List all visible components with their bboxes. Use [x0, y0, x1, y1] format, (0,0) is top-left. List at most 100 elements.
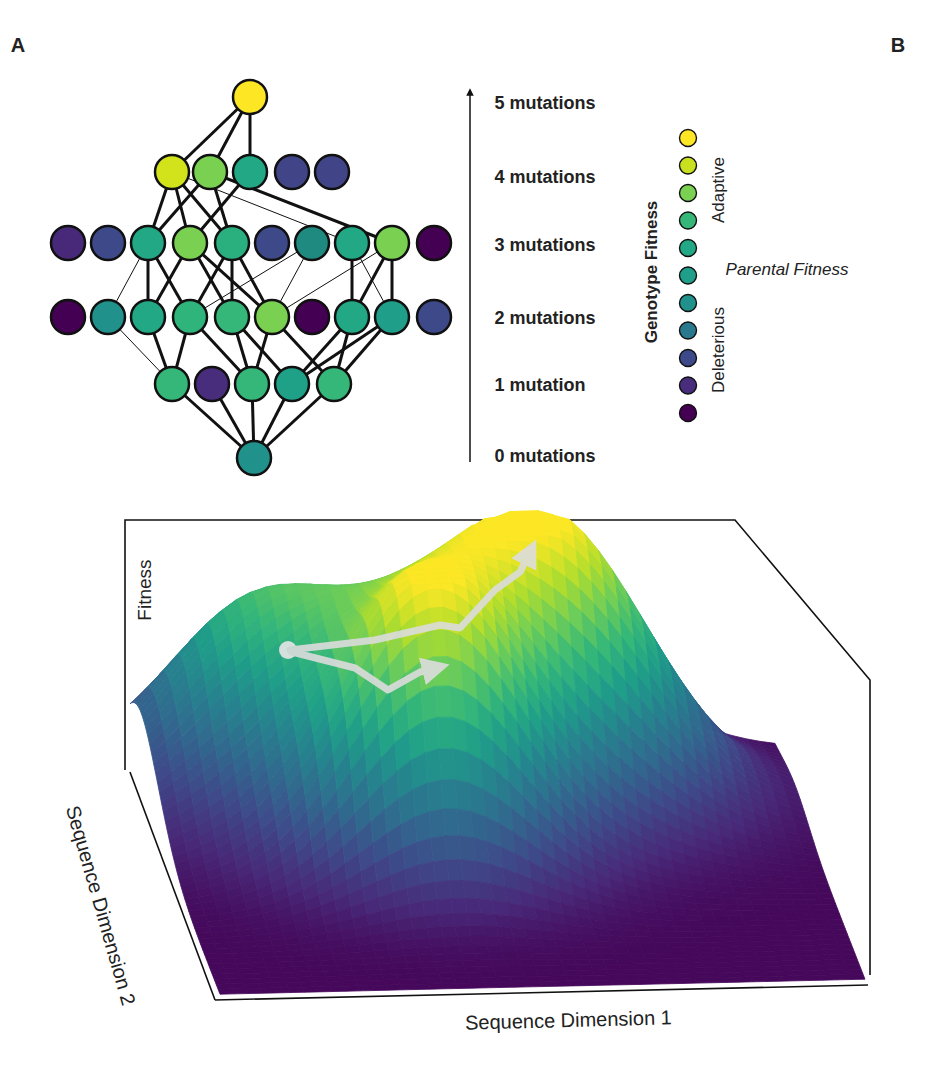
surface-patch [555, 940, 571, 948]
surface-patch [813, 919, 829, 924]
surface-patch [498, 517, 514, 522]
genotype-circle [173, 300, 207, 334]
surface-patch [820, 899, 836, 904]
surface-patch [378, 963, 394, 969]
surface-patch [433, 954, 449, 961]
surface-patch [801, 925, 817, 930]
surface-patch [432, 563, 448, 568]
surface-patch [473, 838, 489, 864]
surface-patch [531, 953, 547, 959]
surface-patch [220, 958, 236, 963]
surface-patch [782, 870, 798, 877]
surface-patch [788, 888, 804, 894]
surface-patch [792, 899, 808, 904]
surface-patch [768, 910, 784, 915]
surface-patch [467, 913, 483, 926]
surface-patch [449, 686, 465, 721]
surface-patch [671, 914, 687, 921]
surface-patch [501, 945, 517, 953]
surface-patch [377, 957, 393, 964]
surface-patch [244, 947, 260, 953]
surface-patch [802, 888, 818, 893]
surface-patch [701, 921, 717, 926]
surface-patch [725, 910, 741, 916]
surface-patch [431, 630, 447, 657]
surface-patch [236, 963, 252, 968]
surface-patch [433, 860, 449, 882]
surface-patch [527, 938, 543, 946]
surface-patch [796, 871, 812, 877]
surface-patch [831, 929, 847, 934]
surface-patch [427, 927, 443, 938]
surface-patch [465, 898, 481, 913]
surface-patch [491, 960, 507, 966]
mutation-link [272, 243, 392, 317]
surface-patch [808, 904, 824, 909]
surface-patch [705, 932, 721, 937]
surface-patch [206, 959, 222, 964]
surface-patch [663, 932, 679, 938]
surface-patch [422, 574, 438, 579]
surface-patch [333, 953, 349, 960]
surface-patch [733, 931, 749, 936]
surface-patch [471, 811, 487, 841]
surface-patch [753, 910, 769, 915]
genotype-circle [235, 367, 269, 401]
surface-patch [541, 939, 557, 947]
surface-patch [807, 940, 823, 945]
genotype-circle [237, 441, 271, 475]
surface-patch [266, 967, 282, 972]
surface-patch [677, 932, 693, 937]
surface-patch [425, 914, 441, 928]
surface-patch [350, 964, 366, 970]
surface-patch [708, 898, 724, 905]
surface-patch [828, 919, 844, 924]
surface-patch [423, 900, 439, 916]
surface-patch [525, 929, 541, 939]
surface-patch [557, 947, 573, 954]
surface-patch [511, 928, 527, 938]
genotype-circle [417, 300, 451, 334]
genotype-circle [155, 155, 189, 189]
surface-patch [771, 920, 787, 925]
surface-patch [202, 948, 218, 954]
surface-patch [706, 891, 722, 898]
surface-patch [200, 943, 216, 949]
surface-patch [530, 526, 546, 531]
scale-dot [680, 212, 697, 229]
surface-patch [238, 968, 254, 973]
surface-patch [413, 928, 429, 939]
surface-patch [556, 520, 572, 525]
surface-patch [697, 909, 713, 915]
surface-patch [437, 717, 453, 749]
surface-patch [647, 925, 663, 931]
surface-patch [675, 926, 691, 932]
surface-patch [744, 880, 760, 887]
mutation-link [190, 243, 312, 317]
surface-patch [478, 537, 494, 542]
genotype-circle [255, 300, 289, 334]
surface-patch [667, 943, 683, 948]
surface-patch [455, 780, 471, 812]
surface-patch [651, 937, 667, 943]
surface-patch [764, 899, 780, 905]
scale-dot [680, 295, 697, 312]
surface-patch [472, 522, 488, 527]
surface-patch [252, 968, 268, 973]
surface-patch [539, 930, 555, 940]
surface-patch [517, 953, 533, 960]
surface-patch [515, 946, 531, 953]
surface-patch [629, 953, 645, 958]
surface-patch [435, 961, 451, 968]
surface-patch [491, 884, 507, 903]
surface-patch [389, 949, 405, 957]
surface-patch [214, 943, 230, 949]
surface-patch [609, 936, 625, 943]
surface-patch [679, 937, 695, 942]
surface-patch [587, 954, 603, 960]
surface-patch [208, 964, 224, 969]
surface-patch [797, 950, 813, 955]
genotype-circle [51, 226, 85, 260]
surface-patch [413, 783, 429, 817]
surface-patch [713, 916, 729, 921]
